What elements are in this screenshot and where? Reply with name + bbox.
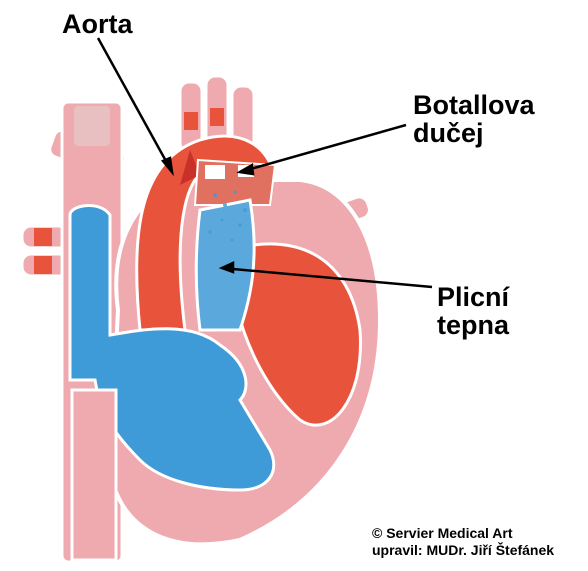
- label-plicni-line1: Plicní: [437, 283, 509, 311]
- label-botallova-line1: Botallova: [413, 91, 535, 119]
- label-botallova: Botallova dučej: [413, 91, 535, 148]
- credit-text: © Servier Medical Art upravil: MUDr. Jiř…: [372, 525, 554, 559]
- credit-line2: upravil: MUDr. Jiří Štefánek: [372, 542, 554, 559]
- label-botallova-line2: dučej: [413, 119, 535, 147]
- label-plicni-line2: tepna: [437, 311, 509, 339]
- pulmonary-trunk: [196, 200, 254, 330]
- inferior-vena-cava: [72, 390, 116, 560]
- credit-line1: © Servier Medical Art: [372, 525, 554, 542]
- label-plicni-tepna: Plicní tepna: [437, 283, 509, 340]
- label-aorta: Aorta: [62, 10, 133, 38]
